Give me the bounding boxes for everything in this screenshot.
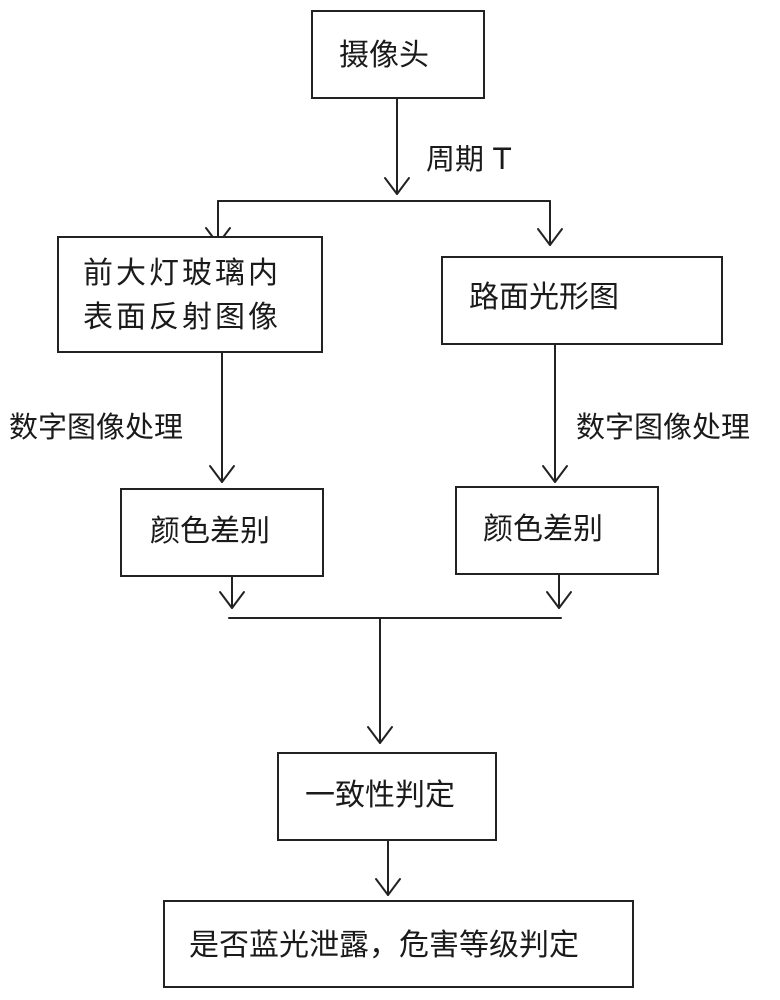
camera-node-label: 摄像头 bbox=[339, 38, 429, 73]
consistency-judgment-node: 一致性判定 bbox=[277, 752, 497, 841]
arrowhead-road bbox=[537, 228, 563, 246]
arrowhead-diff-right bbox=[542, 465, 568, 483]
final-judgment-label: 是否蓝光泄露，危害等级判定 bbox=[189, 928, 579, 963]
road-pattern-node: 路面光形图 bbox=[441, 256, 723, 345]
period-label: 周期 T bbox=[426, 142, 511, 176]
color-difference-node-left: 颜色差别 bbox=[120, 488, 324, 577]
image-processing-label-right: 数字图像处理 bbox=[576, 410, 751, 444]
image-processing-label-left: 数字图像处理 bbox=[9, 410, 184, 444]
arrowhead-diff-left bbox=[209, 465, 235, 483]
arrowhead-camera-split bbox=[384, 177, 410, 195]
consistency-judgment-label: 一致性判定 bbox=[305, 778, 455, 813]
final-judgment-node: 是否蓝光泄露，危害等级判定 bbox=[163, 900, 634, 988]
camera-node: 摄像头 bbox=[311, 10, 485, 99]
arrowhead-consistency bbox=[367, 726, 393, 744]
headlamp-node-label-line1: 前大灯玻璃内 bbox=[83, 256, 281, 291]
color-difference-node-right: 颜色差别 bbox=[455, 486, 659, 575]
arrowhead-merge-left bbox=[219, 591, 245, 609]
arrowhead-merge-right bbox=[546, 591, 572, 609]
headlamp-reflection-node: 前大灯玻璃内 表面反射图像 bbox=[57, 236, 323, 353]
road-pattern-node-label: 路面光形图 bbox=[469, 280, 619, 315]
headlamp-node-label-line2: 表面反射图像 bbox=[83, 299, 281, 335]
color-difference-left-label: 颜色差别 bbox=[150, 514, 270, 549]
arrowhead-final bbox=[375, 878, 401, 896]
color-difference-right-label: 颜色差别 bbox=[483, 512, 603, 547]
